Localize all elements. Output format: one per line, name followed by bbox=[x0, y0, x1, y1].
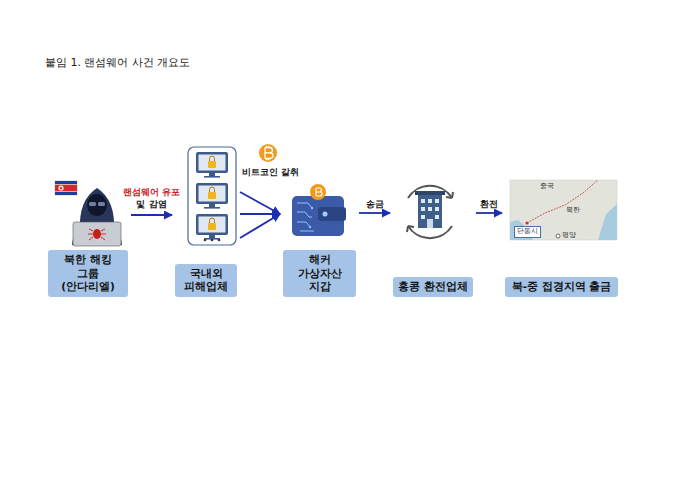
flow-arrow bbox=[240, 192, 280, 238]
arrow-label: 환전 bbox=[472, 199, 506, 211]
arrow-label: 랜섬웨어 유포 및 감염 bbox=[123, 187, 181, 210]
hacker-icon bbox=[55, 181, 122, 246]
monitor-icon bbox=[196, 214, 228, 240]
arrow-line bbox=[240, 214, 280, 238]
monitor-icon bbox=[196, 183, 228, 209]
stage-column: 홍콩 환전업체 bbox=[393, 145, 473, 297]
flow-arrow bbox=[131, 215, 172, 216]
wallet-icon bbox=[292, 184, 346, 236]
arrow-label: 비트코인 갈취 bbox=[242, 167, 312, 179]
stage-label: 북한 해킹 그룹 (안다리엘) bbox=[48, 250, 128, 297]
stage-column: 국내외 피해업체 bbox=[175, 145, 237, 297]
map-label: 중국 bbox=[540, 183, 554, 191]
flow-arrow bbox=[359, 213, 390, 214]
map-label: 단동시 bbox=[514, 226, 541, 238]
arrow-line bbox=[240, 213, 280, 215]
arrow-label: 송금 bbox=[358, 199, 392, 211]
arrow-line bbox=[131, 214, 172, 216]
monitor-icon bbox=[196, 152, 228, 178]
border-map bbox=[510, 180, 617, 240]
map-label: 북한 bbox=[566, 207, 580, 215]
stage-label: 해커 가상자산 지갑 bbox=[283, 250, 356, 297]
stage-column: 북-중 접경지역 출금 bbox=[505, 145, 618, 297]
arrow-line bbox=[359, 212, 390, 214]
arrow-line bbox=[476, 212, 502, 214]
arrow-line bbox=[240, 192, 280, 214]
map-label: 평양 bbox=[562, 232, 576, 240]
exchange-icon bbox=[407, 186, 453, 238]
stage-column: 북한 해킹 그룹 (안다리엘) bbox=[48, 145, 128, 297]
flow-arrow bbox=[476, 213, 502, 214]
stage-label: 국내외 피해업체 bbox=[175, 264, 237, 297]
figure-title: 붙임 1. 랜섬웨어 사건 개요도 bbox=[45, 55, 190, 70]
stage-label: 북-중 접경지역 출금 bbox=[505, 277, 618, 297]
stage-label: 홍콩 환전업체 bbox=[393, 277, 473, 297]
victim-computers bbox=[188, 147, 236, 245]
bitcoin-icon bbox=[259, 144, 277, 162]
